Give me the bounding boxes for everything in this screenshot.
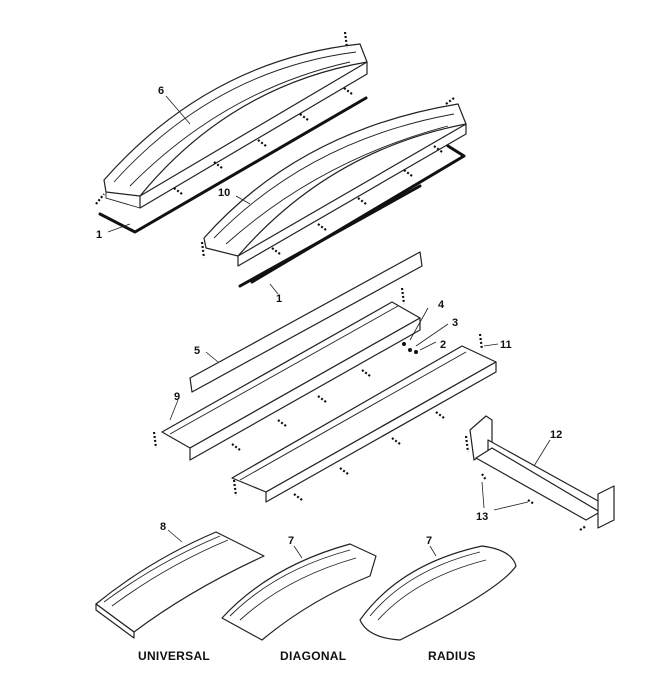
part-12-bracket — [469, 415, 615, 529]
callout-5: 5 — [194, 345, 200, 357]
part-6-arched-cap — [103, 43, 368, 209]
callout-1-upper: 1 — [96, 229, 102, 241]
fastener-marks — [95, 31, 484, 501]
callout-9: 9 — [174, 391, 180, 403]
part-1-gasket-lower — [238, 184, 422, 288]
callout-8: 8 — [160, 521, 166, 533]
profile-universal — [95, 531, 265, 639]
callout-12: 12 — [550, 429, 562, 441]
part-10-arched-cap — [203, 103, 467, 267]
part-1-gasket-upper — [98, 96, 368, 234]
part-11-base-rail — [231, 345, 497, 503]
callout-13: 13 — [476, 511, 488, 523]
leader-lines — [107, 95, 551, 559]
profile-diagonal — [221, 543, 377, 641]
profile-radius — [359, 545, 517, 641]
callout-7-diagonal: 7 — [288, 535, 294, 547]
part-5-flat-strip — [189, 251, 423, 393]
profile-captions: UNIVERSAL DIAGONAL RADIUS — [138, 649, 476, 663]
callout-1-lower: 1 — [276, 293, 282, 305]
callout-labels: 6 1 10 1 4 3 2 5 11 9 12 13 8 7 7 — [96, 85, 562, 547]
caption-diagonal: DIAGONAL — [280, 649, 346, 663]
callout-4: 4 — [438, 299, 445, 311]
hardware-2-3-4 — [402, 342, 418, 354]
callout-7-radius: 7 — [426, 535, 432, 547]
part-9-angled-rail — [161, 301, 421, 461]
callout-2: 2 — [440, 339, 446, 351]
part-13-screws — [481, 473, 587, 531]
callout-10: 10 — [218, 187, 230, 199]
callout-6: 6 — [158, 85, 164, 97]
caption-universal: UNIVERSAL — [138, 649, 210, 663]
caption-radius: RADIUS — [428, 649, 476, 663]
callout-11: 11 — [500, 339, 512, 351]
callout-3: 3 — [452, 317, 458, 329]
